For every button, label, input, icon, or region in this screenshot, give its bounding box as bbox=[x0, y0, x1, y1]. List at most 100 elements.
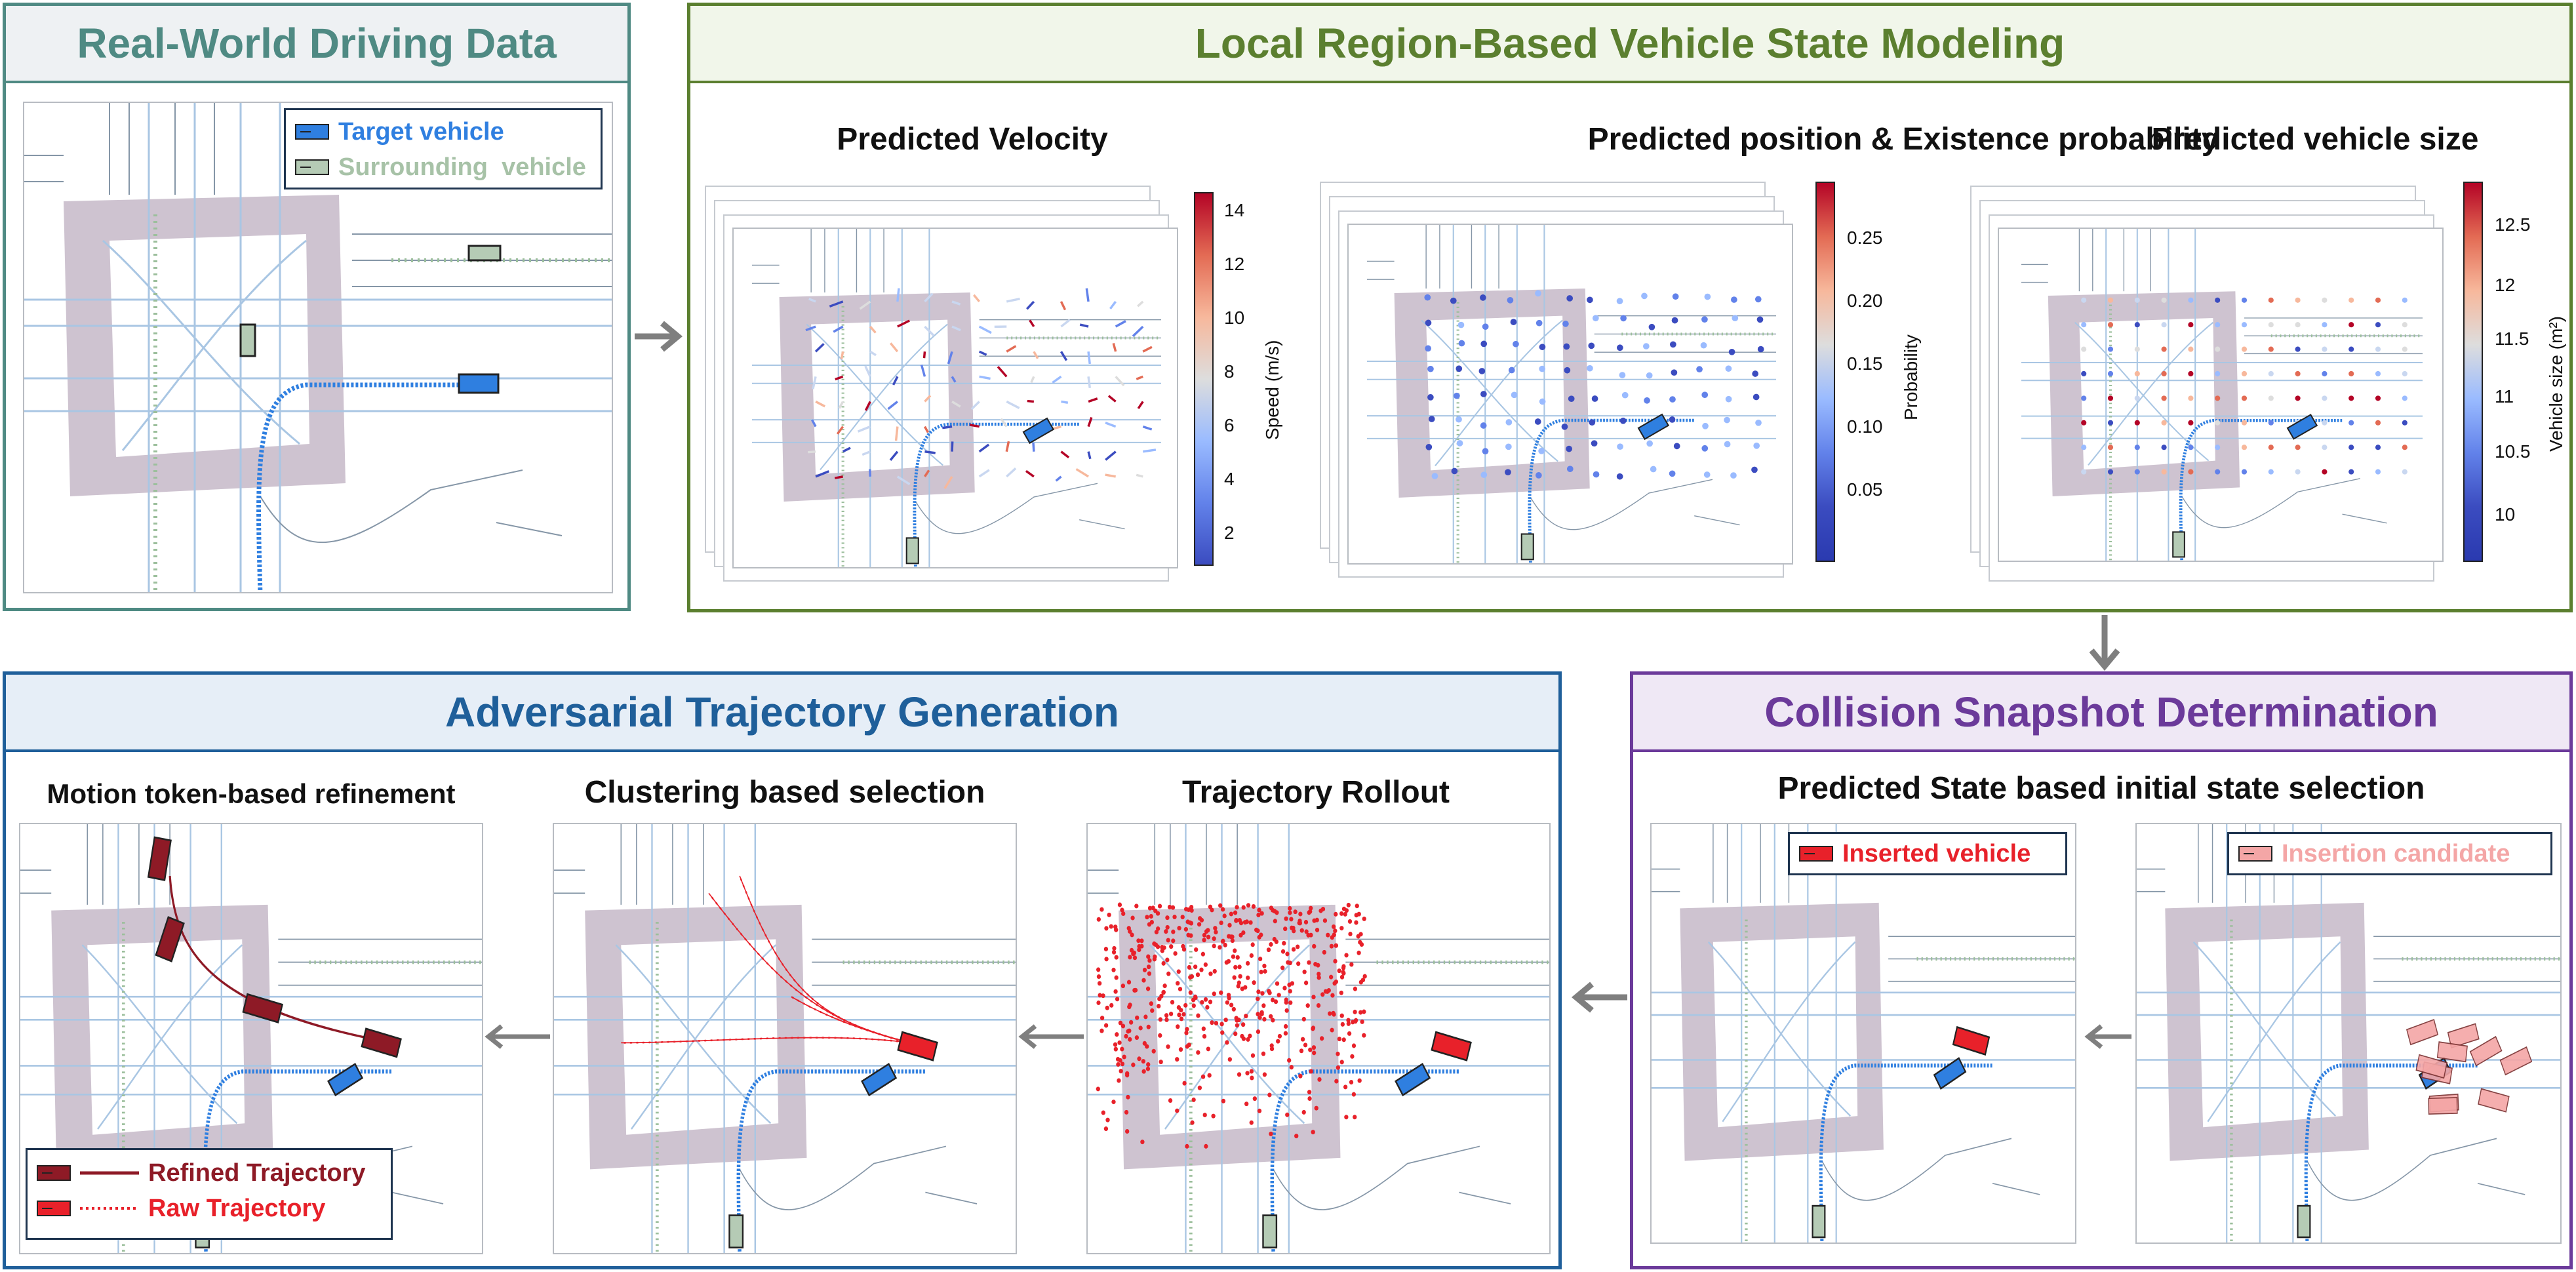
velocity-arrow bbox=[1087, 351, 1091, 365]
velocity-arrow bbox=[923, 426, 929, 433]
arrow-left-icon bbox=[1571, 982, 1627, 1013]
position-dot bbox=[1425, 443, 1433, 450]
position-dot bbox=[1535, 472, 1542, 479]
arrow-left-icon bbox=[1018, 1024, 1084, 1049]
position-dot bbox=[1561, 423, 1568, 430]
size-dot bbox=[2402, 346, 2408, 352]
velocity-arrow bbox=[1142, 425, 1153, 431]
rollout-point bbox=[1100, 907, 1104, 912]
rollout-point bbox=[1298, 911, 1303, 917]
candidate-map-canvas bbox=[2137, 824, 2562, 1244]
rollout-point bbox=[1240, 1022, 1246, 1027]
size-dot bbox=[2375, 469, 2381, 475]
rollout-point bbox=[1186, 932, 1191, 938]
velocity-arrow bbox=[1060, 319, 1071, 328]
size-dot bbox=[2348, 322, 2354, 328]
velocity-arrow bbox=[972, 294, 980, 303]
position-dot bbox=[1431, 473, 1438, 479]
real-world-vehicles bbox=[239, 245, 502, 394]
position-dot bbox=[1621, 391, 1629, 399]
rollout-point bbox=[1280, 965, 1285, 970]
rollout-point bbox=[1347, 919, 1353, 924]
rollout-point bbox=[1285, 1112, 1290, 1117]
raw-legend-label: Raw Trajectory bbox=[148, 1194, 326, 1222]
rollout-point bbox=[1299, 1048, 1304, 1054]
rollout-point bbox=[1231, 1006, 1236, 1012]
rollout-point bbox=[1185, 1143, 1189, 1149]
rollout-point bbox=[1214, 1020, 1219, 1025]
size-dot bbox=[2161, 322, 2167, 328]
rollout-point bbox=[1280, 949, 1286, 954]
target-vehicle bbox=[1395, 1062, 1431, 1097]
rollout-point bbox=[1235, 905, 1239, 910]
rollout-point bbox=[1200, 951, 1206, 957]
position-dot bbox=[1754, 296, 1762, 303]
velocity-arrow bbox=[978, 469, 990, 478]
position-dot bbox=[1454, 392, 1460, 399]
size-dot bbox=[2215, 445, 2221, 450]
rollout-point bbox=[1262, 963, 1267, 968]
rollout-point bbox=[1334, 911, 1338, 917]
rollout-point bbox=[1354, 920, 1358, 925]
rollout-point bbox=[1288, 989, 1292, 994]
rollout-point bbox=[1326, 987, 1331, 993]
rollout-point bbox=[1221, 938, 1225, 944]
rollout-point bbox=[1117, 902, 1122, 907]
position-dot bbox=[1563, 343, 1570, 350]
rollout-point bbox=[1257, 934, 1261, 940]
position-map bbox=[1347, 224, 1793, 565]
rollout-point bbox=[1197, 922, 1202, 927]
rollout-point bbox=[1328, 1011, 1332, 1016]
size-dot bbox=[2188, 322, 2194, 328]
velocity-arrow bbox=[1006, 345, 1017, 353]
rollout-point bbox=[1254, 927, 1259, 932]
rollout-point bbox=[1267, 990, 1272, 995]
position-dot bbox=[1539, 365, 1546, 372]
rollout-point bbox=[1220, 1030, 1225, 1035]
size-dot bbox=[2322, 370, 2328, 377]
position-dot bbox=[1669, 470, 1676, 477]
position-dot bbox=[1646, 372, 1653, 379]
target-vehicle-icon bbox=[295, 124, 329, 140]
surrounding-vehicle bbox=[1262, 1214, 1278, 1249]
size-dot bbox=[2268, 297, 2274, 303]
rollout-point bbox=[1348, 931, 1353, 936]
rollout-point bbox=[1346, 1021, 1351, 1026]
velocity-arrow bbox=[836, 426, 844, 435]
rollout-point bbox=[1137, 944, 1141, 949]
rollout-point bbox=[1349, 962, 1354, 967]
rollout-point bbox=[1212, 936, 1216, 942]
position-dot bbox=[1616, 298, 1623, 305]
rollout-point bbox=[1235, 1016, 1239, 1022]
size-dot bbox=[2348, 346, 2354, 352]
velocity-arrow bbox=[1087, 376, 1091, 388]
position-dot bbox=[1753, 393, 1760, 401]
position-dot bbox=[1617, 443, 1623, 450]
size-dot bbox=[2161, 346, 2167, 352]
rollout-map-canvas bbox=[1088, 824, 1551, 1254]
rollout-point bbox=[1142, 967, 1147, 972]
velocity-map bbox=[732, 228, 1178, 568]
size-dot bbox=[2215, 370, 2221, 377]
rollout-point bbox=[1344, 953, 1349, 958]
size-dot bbox=[2295, 370, 2301, 377]
velocity-arrow bbox=[805, 325, 816, 332]
rollout-point bbox=[1246, 1037, 1250, 1042]
size-dot bbox=[2215, 469, 2221, 475]
rollout-point bbox=[1311, 995, 1316, 1000]
rollout-point bbox=[1113, 924, 1118, 930]
rollout-point bbox=[1291, 947, 1296, 952]
rollout-point bbox=[1126, 1094, 1130, 1100]
rollout-point bbox=[1143, 1014, 1148, 1020]
rollout-point bbox=[1109, 924, 1113, 929]
size-dot bbox=[2268, 445, 2274, 450]
legend-surrounding-row: Surrounding vehicle bbox=[286, 149, 601, 185]
rollout-point bbox=[1124, 1033, 1128, 1039]
rollout-point bbox=[1236, 984, 1240, 989]
position-dot bbox=[1593, 471, 1600, 478]
rollout-point bbox=[1208, 971, 1213, 976]
rollout-point bbox=[1337, 1037, 1342, 1042]
size-dot bbox=[2348, 445, 2354, 450]
rollout-point bbox=[1244, 1014, 1248, 1019]
rollout-point bbox=[1317, 971, 1321, 976]
